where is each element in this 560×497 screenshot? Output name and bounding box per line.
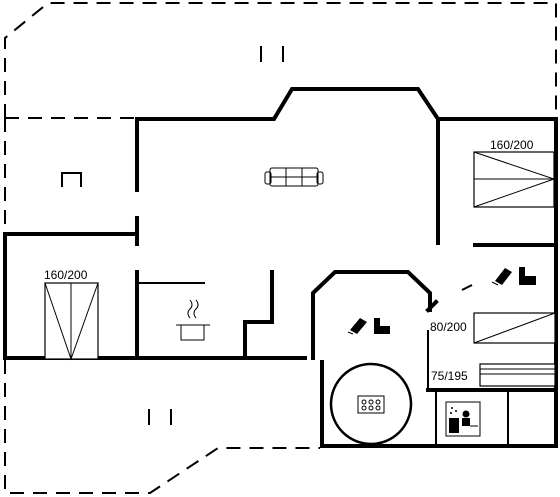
west-wing-wall <box>3 232 307 360</box>
toilet-icon <box>519 267 536 285</box>
bed-cover <box>473 151 556 208</box>
bed-frame <box>479 363 556 387</box>
south-terrace-outline <box>4 360 320 494</box>
shower-icon <box>491 268 512 286</box>
sofa-icon <box>264 167 324 187</box>
bed-size-label: 160/200 <box>44 268 88 282</box>
bed-northeast: 160/200 <box>473 138 556 208</box>
bunk-bed-east: 75/195 <box>431 363 556 387</box>
bathroom-wall <box>311 270 432 360</box>
hot-tub-icon <box>329 362 413 446</box>
cooking-pot-icon <box>176 299 210 341</box>
terrace-outlines <box>4 1 557 494</box>
bed-east: 80/200 <box>430 312 556 344</box>
sauna-icon <box>445 401 481 437</box>
spa-wall <box>320 360 558 448</box>
door-swing <box>461 284 473 291</box>
north-terrace-outline <box>4 1 557 118</box>
bed-cover <box>44 282 99 361</box>
bed-size-label: 80/200 <box>430 320 467 334</box>
walls <box>3 87 558 448</box>
kitchen-east-wall <box>243 270 274 360</box>
bed-west: 160/200 <box>44 268 99 361</box>
bed-size-label: 160/200 <box>490 138 534 152</box>
toilet-icon <box>374 318 390 334</box>
shower-icon <box>347 318 367 335</box>
terrace-grill <box>61 172 82 187</box>
bathroom-door-jamb <box>425 299 439 313</box>
bed-size-label: 75/195 <box>431 369 468 383</box>
terrace-marks <box>61 46 284 425</box>
bed-cover <box>473 312 556 344</box>
